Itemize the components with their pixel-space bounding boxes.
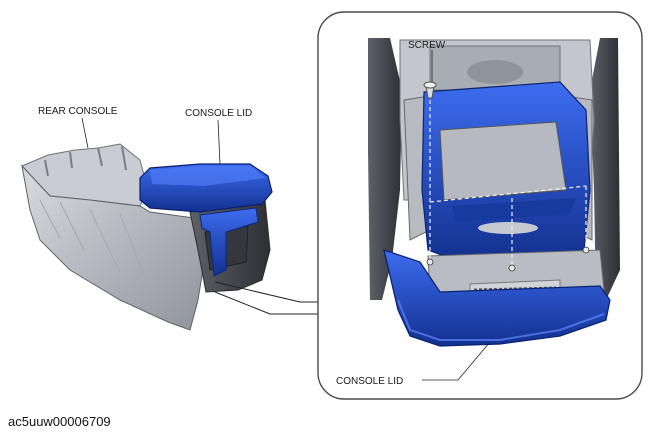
- console-lid-detail-leader: [422, 341, 491, 381]
- console-lid-detail-illustration: [368, 38, 620, 347]
- rear-console-leader: [81, 117, 89, 149]
- console-lid-label: CONSOLE LID: [185, 108, 252, 119]
- figure-code: ac5uuw00006709: [8, 414, 111, 429]
- console-lid-leader: [217, 119, 221, 165]
- console-lid-detail-label: CONSOLE LID: [336, 376, 403, 387]
- rear-console-label: REAR CONSOLE: [38, 106, 118, 117]
- rear-console-illustration: [21, 143, 322, 331]
- screw-label: SCREW: [408, 40, 446, 51]
